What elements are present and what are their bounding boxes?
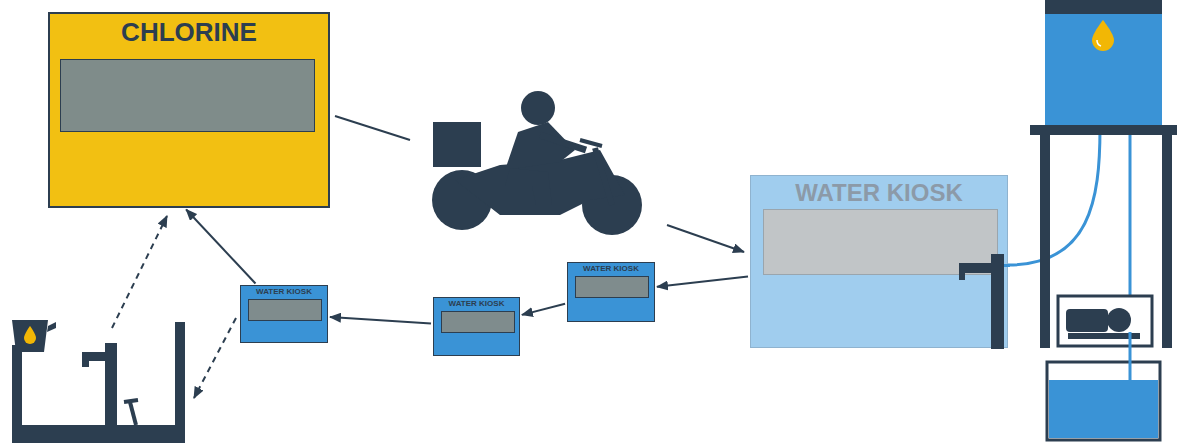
rider-leg (505, 168, 552, 205)
tap-nozzle (959, 268, 965, 280)
chlorine-box: CHLORINE (48, 12, 330, 208)
node-title: WATER KIOSK (795, 180, 963, 206)
floor (12, 425, 185, 443)
water-pipe (1008, 128, 1100, 265)
pump-motor (1066, 309, 1108, 332)
valve (124, 400, 138, 402)
tank-lid (1045, 0, 1162, 14)
ground-water (1049, 380, 1158, 438)
flow-arrow (657, 276, 748, 286)
rider-helmet (521, 91, 555, 125)
drop-highlight (1097, 40, 1101, 46)
motorcycle-icon (432, 91, 642, 235)
kiosk-box: WATER KIOSK (750, 175, 1008, 348)
pump-head (1107, 308, 1131, 332)
dashed-arrow (194, 318, 236, 398)
small-kiosk-box: WATER KIOSK (240, 285, 328, 343)
flow-arrow (186, 209, 255, 283)
delivery-arrow (667, 225, 744, 252)
tower-leg (1162, 135, 1172, 348)
bucket-spout (47, 322, 56, 332)
front-fork (595, 148, 612, 205)
wall (175, 322, 185, 443)
flow-arrow (330, 317, 431, 324)
water-tower (1008, 0, 1177, 440)
tap-nozzle (82, 352, 89, 367)
valve (130, 402, 136, 425)
pump-housing (1058, 296, 1152, 346)
rider-arm (540, 135, 586, 150)
bucket (12, 320, 48, 352)
node-title: WATER KIOSK (583, 265, 639, 274)
chlorine-drop (1092, 20, 1114, 51)
delivery-box (433, 122, 481, 167)
screen-panel (60, 59, 315, 132)
screen-panel (248, 299, 322, 321)
node-title: WATER KIOSK (449, 300, 505, 309)
small-kiosk-box: WATER KIOSK (433, 297, 520, 356)
node-title: WATER KIOSK (256, 288, 312, 297)
handlebar (580, 140, 602, 146)
node-title: CHLORINE (121, 18, 257, 47)
supply-line (335, 116, 410, 140)
flow-arrow (522, 304, 565, 315)
household-tap (12, 320, 185, 443)
small-kiosk-box: WATER KIOSK (567, 262, 655, 322)
ground-tank (1047, 362, 1160, 440)
water-tank (1045, 0, 1162, 125)
water-pipe (1129, 128, 1132, 300)
dashed-arrow (112, 216, 167, 328)
screen-panel (441, 311, 515, 333)
screen-panel (575, 276, 649, 298)
water-pipe (1004, 264, 1010, 267)
water-pipe (1129, 332, 1132, 420)
tower-leg (1040, 135, 1050, 348)
tower-platform (1030, 125, 1177, 135)
chlorine-drop (24, 326, 36, 344)
